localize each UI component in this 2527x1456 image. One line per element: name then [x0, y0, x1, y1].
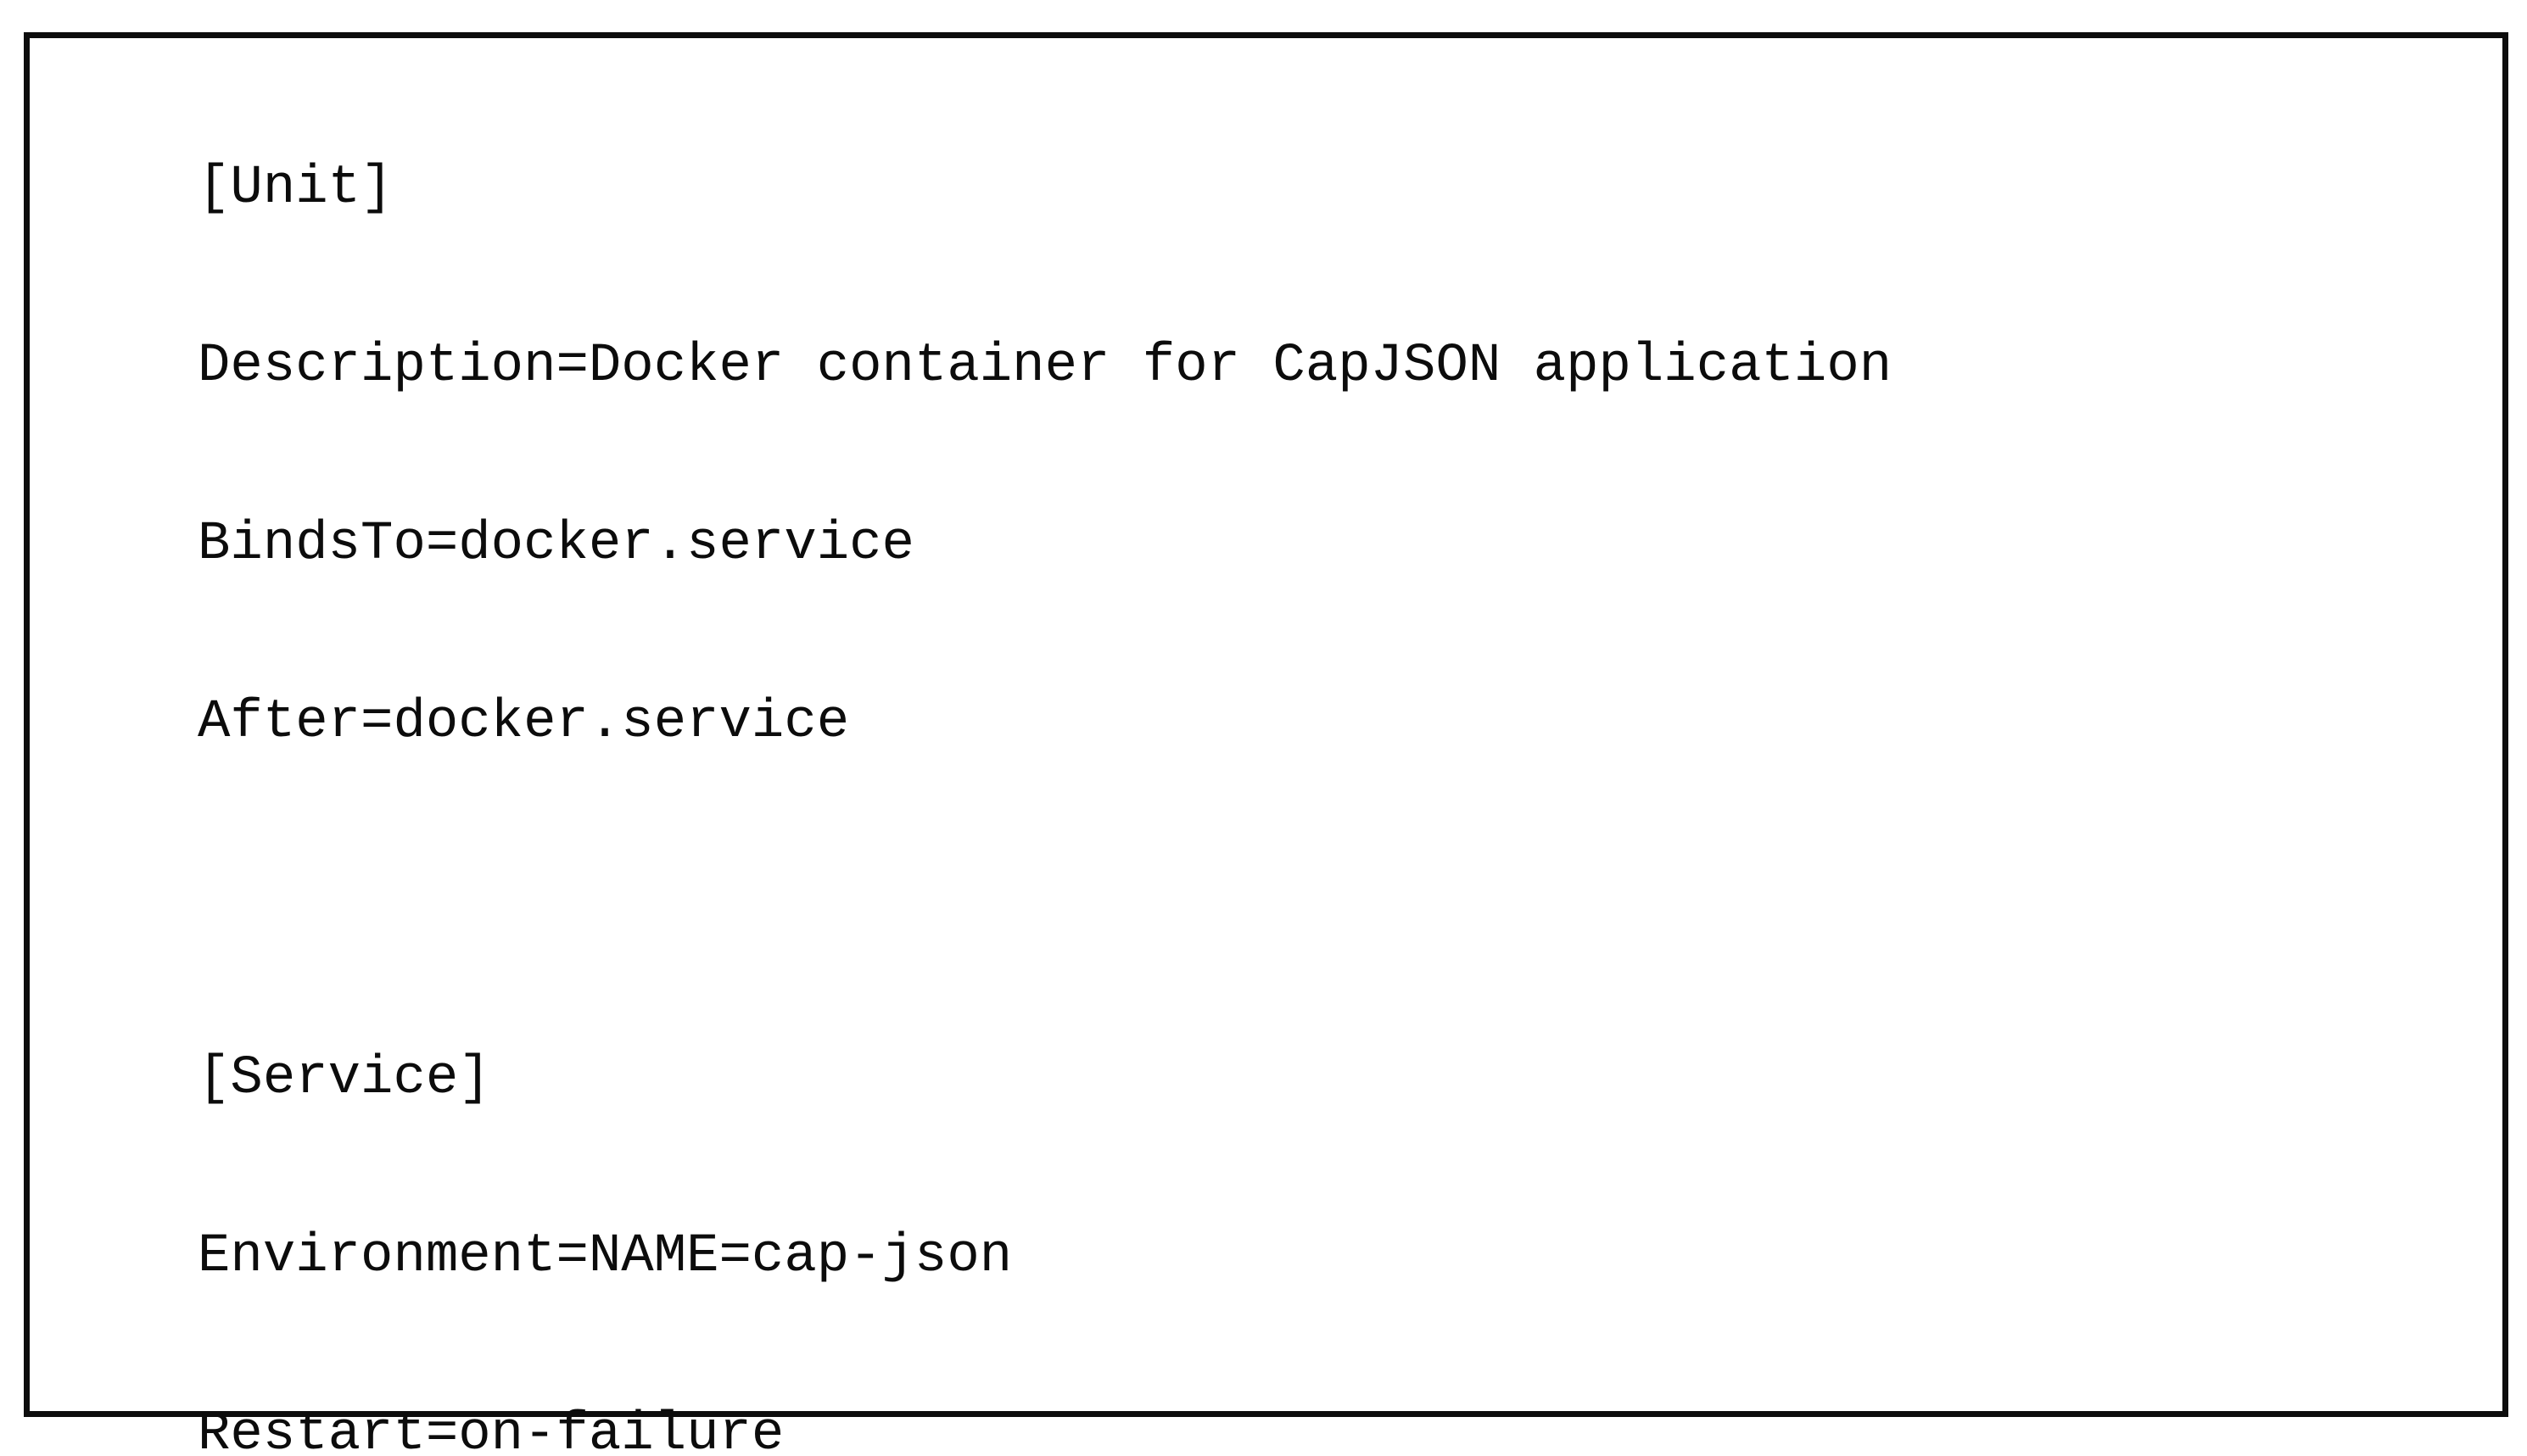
code-listing-frame: [Unit] Description=Docker container for … — [24, 32, 2508, 1456]
code-line: Restart=on-failure — [198, 1404, 785, 1456]
code-line: After=docker.service — [198, 692, 850, 753]
unit-file-listing: [Unit] Description=Docker container for … — [30, 38, 2502, 1456]
code-line: [Service] — [198, 1048, 491, 1109]
code-line: Description=Docker container for CapJSON… — [198, 336, 1892, 397]
code-line-blank — [198, 871, 2502, 930]
code-line: Environment=NAME=cap-json — [198, 1226, 1013, 1287]
code-line: [Unit] — [198, 158, 394, 219]
code-line: BindsTo=docker.service — [198, 514, 914, 575]
